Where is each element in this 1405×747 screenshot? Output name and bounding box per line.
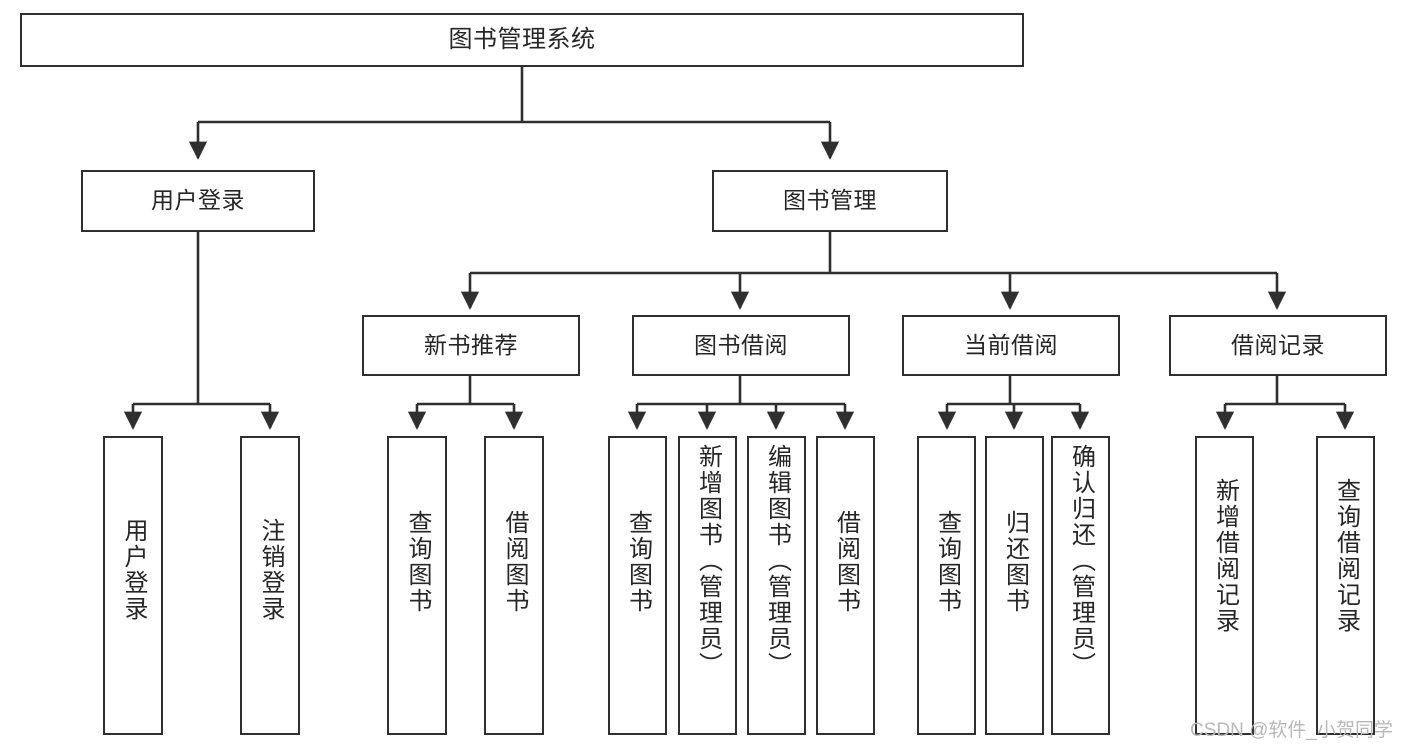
node-borrow-record[interactable]: 借阅记录 — [1169, 315, 1387, 376]
leaf-edit-book[interactable]: 编辑图书（管理员） — [747, 436, 806, 735]
node-label: 图书管理 — [783, 187, 877, 214]
node-label: 图书管理系统 — [448, 25, 596, 53]
node-book-borrow[interactable]: 图书借阅 — [632, 315, 850, 376]
node-book-management[interactable]: 图书管理 — [712, 170, 948, 232]
node-label: 用户登录 — [151, 187, 245, 214]
leaf-query-borrow-record[interactable]: 查询借阅记录 — [1316, 436, 1375, 735]
node-label: 用户登录 — [120, 518, 147, 622]
leaf-query-book-borrow[interactable]: 查询图书 — [608, 436, 667, 735]
node-label: 图书借阅 — [694, 331, 788, 358]
node-user-login[interactable]: 用户登录 — [81, 170, 315, 232]
leaf-query-book-recommend[interactable]: 查询图书 — [387, 436, 447, 735]
node-current-borrow[interactable]: 当前借阅 — [902, 315, 1120, 376]
leaf-add-borrow-record[interactable]: 新增借阅记录 — [1195, 436, 1254, 735]
node-label: 编辑图书（管理员） — [763, 444, 791, 678]
node-label: 查询图书 — [624, 510, 652, 614]
leaf-borrow-book[interactable]: 借阅图书 — [816, 436, 875, 735]
leaf-add-book[interactable]: 新增图书（管理员） — [678, 436, 737, 735]
node-label: 借阅图书 — [832, 510, 860, 614]
leaf-confirm-return[interactable]: 确认归还（管理员） — [1051, 436, 1110, 735]
leaf-user-login[interactable]: 用户登录 — [103, 436, 163, 735]
leaf-query-book-current[interactable]: 查询图书 — [917, 436, 976, 735]
leaf-logout-login[interactable]: 注销登录 — [240, 436, 300, 735]
node-label: 新书推荐 — [424, 331, 518, 358]
csdn-watermark: CSDN @软件_小贺同学 — [1190, 720, 1393, 741]
node-label: 新增图书（管理员） — [694, 444, 722, 678]
node-label: 查询借阅记录 — [1332, 478, 1360, 634]
leaf-return-book[interactable]: 归还图书 — [985, 436, 1044, 735]
node-label: 当前借阅 — [964, 331, 1058, 358]
node-label: 查询图书 — [404, 510, 431, 614]
node-root-system[interactable]: 图书管理系统 — [20, 13, 1024, 67]
node-label: 借阅记录 — [1231, 331, 1325, 358]
node-label: 确认归还（管理员） — [1067, 444, 1095, 678]
node-new-book-recommend[interactable]: 新书推荐 — [362, 315, 580, 376]
node-label: 借阅图书 — [501, 510, 528, 614]
node-label: 归还图书 — [1001, 510, 1029, 614]
leaf-borrow-book-recommend[interactable]: 借阅图书 — [484, 436, 544, 735]
node-label: 查询图书 — [933, 510, 961, 614]
node-label: 注销登录 — [257, 518, 284, 622]
node-label: 新增借阅记录 — [1211, 478, 1239, 634]
